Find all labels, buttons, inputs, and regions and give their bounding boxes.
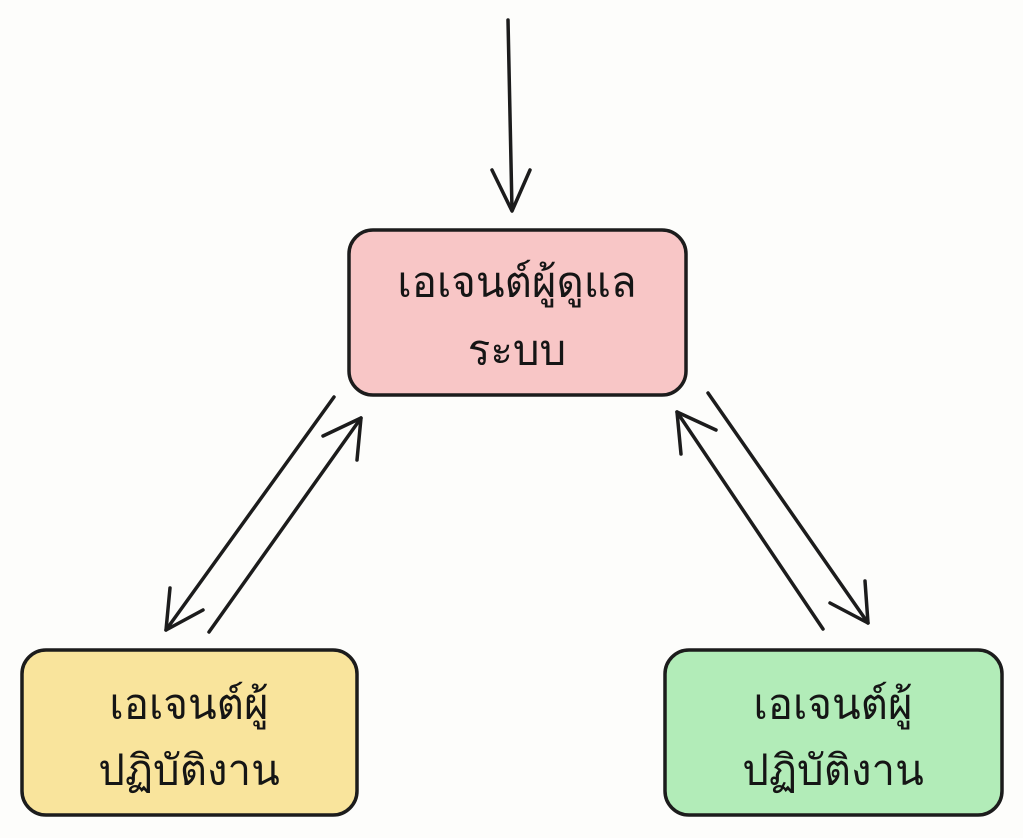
supervisor-label-line1: เอเจนต์ผู้ดูแล xyxy=(397,258,636,308)
arrow-input-to-supervisor xyxy=(490,18,532,213)
arrow-worker-right-to-supervisor xyxy=(675,410,825,631)
worker-left-label-line1: เอเจนต์ผู้ xyxy=(109,680,268,730)
worker-right-label-line1: เอเจนต์ผู้ xyxy=(753,680,912,730)
supervisor-label-line2: ระบบ xyxy=(468,326,566,375)
worker-left-box xyxy=(20,648,359,817)
supervisor-node: เอเจนต์ผู้ดูแล ระบบ xyxy=(347,228,688,397)
worker-right-node: เอเจนต์ผู้ ปฏิบัติงาน xyxy=(663,648,1004,817)
arrow-supervisor-to-worker-left xyxy=(164,395,336,632)
supervisor-box xyxy=(347,228,688,397)
worker-left-node: เอเจนต์ผู้ ปฏิบัติงาน xyxy=(20,648,359,817)
arrow-worker-left-to-supervisor xyxy=(207,416,363,634)
arrow-supervisor-to-worker-right xyxy=(706,391,870,625)
worker-right-box xyxy=(663,648,1004,817)
worker-left-label-line2: ปฏิบัติงาน xyxy=(98,746,280,795)
worker-right-label-line2: ปฏิบัติงาน xyxy=(742,746,924,795)
